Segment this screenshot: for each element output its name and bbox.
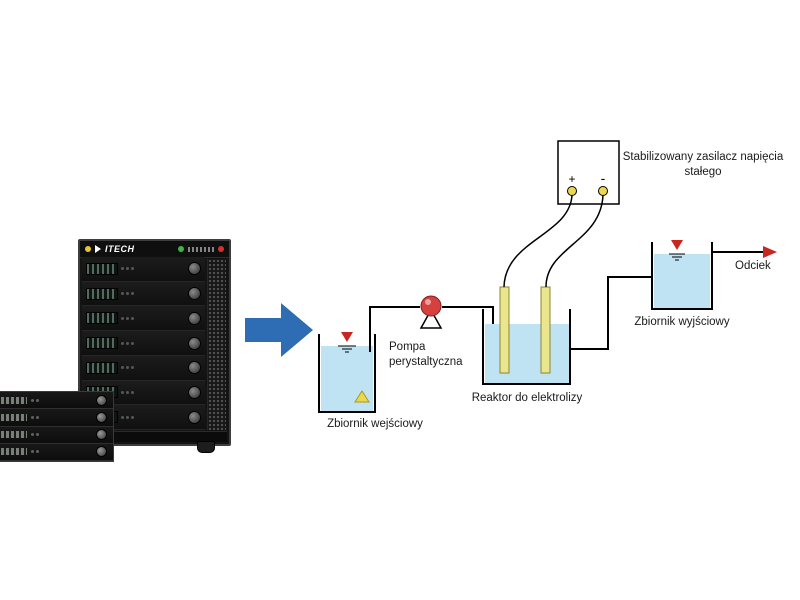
- output-tank-walls: [651, 242, 713, 310]
- stack-unit: [0, 426, 113, 444]
- unit-knob[interactable]: [188, 336, 201, 350]
- unit-buttons[interactable]: [121, 316, 134, 320]
- input-tank-label: Zbiornik wejściowy: [327, 418, 423, 430]
- float-sensor-icon: [354, 390, 370, 403]
- unit-display: [1, 413, 27, 421]
- terminal-minus-label: -: [601, 170, 606, 186]
- pump-head-icon: [420, 295, 442, 317]
- rack-unit: [82, 331, 205, 356]
- rack-unit: [82, 355, 205, 381]
- unit-display: [86, 337, 118, 350]
- unit-knob[interactable]: [188, 385, 201, 399]
- unit-buttons[interactable]: [121, 292, 134, 296]
- unit-knob[interactable]: [96, 429, 107, 441]
- pipe-input-to-pump: [369, 306, 420, 352]
- power-supply-label: Stabilizowany zasilacz napięcia stałego: [622, 151, 784, 178]
- rack-unit: [82, 306, 205, 332]
- rack-unit: [82, 281, 205, 307]
- unit-knob[interactable]: [96, 446, 107, 458]
- input-tank-walls: [318, 334, 376, 413]
- caster-wheel-right: [197, 441, 215, 453]
- stack-unit: [0, 409, 113, 427]
- unit-knob[interactable]: [188, 287, 201, 301]
- unit-buttons[interactable]: [31, 398, 39, 402]
- pump-label: Pompa perystaltyczna: [389, 341, 463, 368]
- unit-buttons[interactable]: [121, 267, 134, 271]
- unit-knob[interactable]: [96, 411, 107, 423]
- unit-buttons[interactable]: [121, 390, 134, 394]
- rack-base: [82, 431, 227, 442]
- unit-display: [86, 312, 118, 325]
- wire-minus: [545, 194, 604, 288]
- wire-plus: [503, 194, 573, 288]
- output-tank-water: [654, 254, 710, 308]
- vent-grille: [207, 259, 226, 430]
- itech-logo-icon: [95, 245, 101, 253]
- output-tank: [651, 240, 713, 310]
- benchtop-units-stack: [0, 391, 114, 462]
- unit-knob[interactable]: [188, 410, 201, 424]
- unit-knob[interactable]: [188, 361, 201, 375]
- status-led-red: [218, 246, 224, 252]
- unit-knob[interactable]: [188, 262, 201, 276]
- outflow: [712, 246, 777, 258]
- unit-buttons[interactable]: [121, 341, 134, 345]
- electrode-right: [540, 286, 551, 374]
- unit-buttons[interactable]: [121, 366, 134, 370]
- unit-display: [86, 287, 118, 300]
- output-tank-label: Zbiornik wyjściowy: [634, 316, 730, 328]
- unit-buttons[interactable]: [121, 415, 134, 419]
- unit-knob[interactable]: [96, 394, 107, 406]
- outflow-arrow-icon: [763, 246, 777, 258]
- pipe-reactor-to-output: [570, 276, 652, 350]
- reactor-water: [485, 324, 569, 383]
- model-text-decoration: [188, 246, 214, 252]
- electrode-left: [499, 286, 510, 374]
- outflow-label: Odciek: [735, 260, 771, 272]
- unit-buttons[interactable]: [31, 433, 39, 437]
- unit-knob[interactable]: [188, 311, 201, 325]
- rack-header: ITECH: [80, 241, 229, 258]
- terminal-minus: [598, 186, 608, 196]
- level-indicator-icon: [341, 332, 353, 342]
- reactor-label: Reaktor do elektrolizy: [471, 392, 583, 404]
- reactor-walls: [482, 309, 571, 385]
- unit-display: [86, 361, 118, 374]
- stack-unit: [0, 443, 113, 461]
- terminal-plus: [567, 186, 577, 196]
- terminal-plus-label: +: [568, 172, 575, 186]
- brand-label: ITECH: [105, 244, 135, 254]
- input-tank: [318, 332, 376, 413]
- unit-buttons[interactable]: [31, 450, 39, 454]
- power-button[interactable]: [85, 246, 91, 252]
- unit-display: [86, 262, 118, 275]
- unit-display: [1, 396, 27, 404]
- pump-stand: [419, 308, 443, 329]
- level-indicator-icon: [671, 240, 683, 250]
- unit-display: [1, 448, 27, 456]
- unit-display: [1, 431, 27, 439]
- status-led-green: [178, 246, 184, 252]
- power-supply-box: [557, 140, 620, 205]
- reactor: [482, 286, 571, 385]
- stack-unit: [0, 392, 113, 410]
- dc-power-supply: + -: [503, 140, 620, 288]
- pump: [419, 295, 443, 329]
- flow-arrow-icon: [245, 303, 313, 357]
- rack-unit: [82, 257, 205, 282]
- unit-buttons[interactable]: [31, 415, 39, 419]
